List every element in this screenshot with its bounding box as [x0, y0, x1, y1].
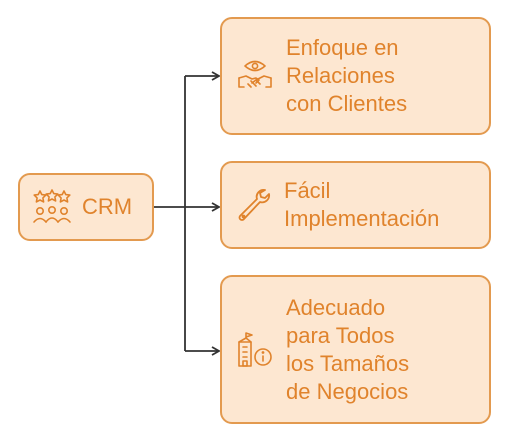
node-easy-implementation-label: Fácil Implementación: [284, 178, 440, 231]
node-customer-relations-label: Enfoque en Relaciones con Clientes: [286, 35, 408, 116]
connector-trunk: [154, 76, 186, 351]
node-all-business-sizes-label: Adecuado para Todos los Tamaños de Negoc…: [286, 294, 410, 404]
node-easy-implementation: Fácil Implementación: [220, 161, 491, 249]
crm-root-label: CRM: [82, 194, 133, 219]
building-info-icon: [238, 331, 272, 367]
crm-root-node: CRM: [18, 173, 154, 241]
node-customer-relations: Enfoque en Relaciones con Clientes: [220, 17, 491, 135]
team-rating-icon: [33, 189, 71, 223]
wrench-icon: [238, 189, 270, 221]
handshake-eye-icon: [238, 60, 272, 88]
node-all-business-sizes: Adecuado para Todos los Tamaños de Negoc…: [220, 275, 491, 424]
